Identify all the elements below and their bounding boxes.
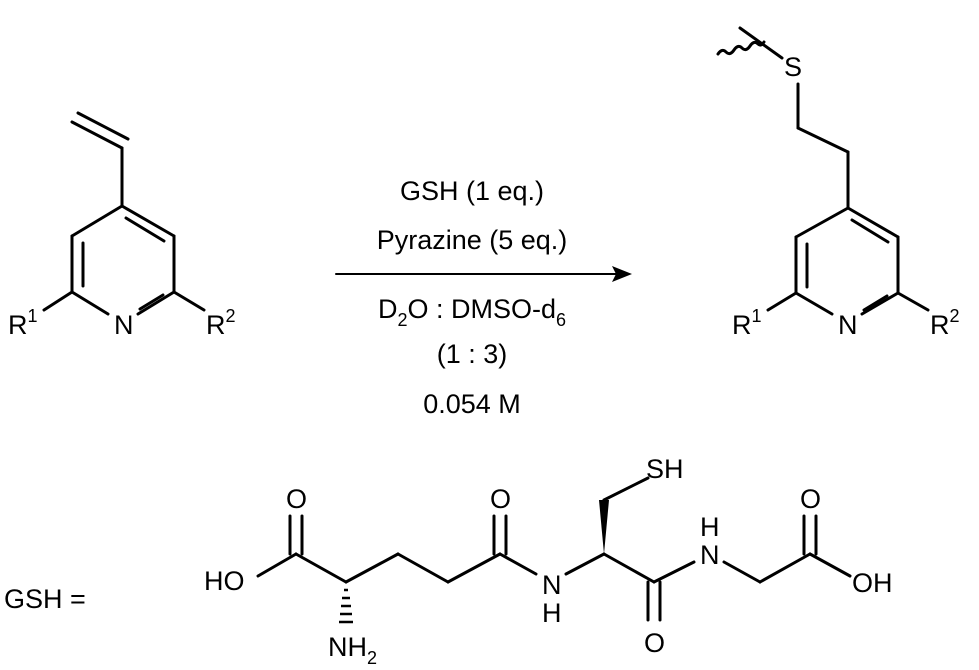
r2-bond [172, 290, 206, 312]
gsh-nh2-label: NH2 [328, 632, 377, 668]
reactant-r2-label: R2 [206, 306, 236, 340]
gsh-oh-right-label: OH [852, 568, 893, 598]
gsh-o-acid-left-label: O [286, 484, 307, 514]
ring-double-bond [850, 218, 890, 244]
attach-to-s-bond [738, 26, 784, 60]
ring-bond [846, 206, 900, 239]
ring-bond [70, 204, 124, 238]
gsh-o-acid-right-label: O [800, 484, 821, 514]
gsh-prefix-label: GSH = [4, 584, 86, 614]
gsh-o-amide2-label: O [644, 628, 665, 658]
product-n-label: N [838, 310, 858, 340]
product-s-label: S [784, 52, 802, 82]
gsh-nh-amide1-label: N [542, 570, 562, 600]
reactant-n-label: N [114, 310, 134, 340]
gsh-bond [758, 552, 812, 584]
vinyl-bond-outer [70, 120, 124, 150]
gsh-bold-wedge [599, 500, 609, 554]
ring-double-bond [138, 293, 165, 311]
condition-ratio: (1 : 3) [437, 339, 508, 369]
vinyl-bond-outer-double [76, 111, 130, 141]
gsh-sh-label: SH [646, 454, 684, 484]
gsh-bond [396, 552, 450, 584]
r1-bond [42, 290, 74, 312]
condition-concentration: 0.054 M [423, 389, 521, 419]
ring-bond [120, 204, 176, 238]
gsh-hashed-wedge [339, 588, 353, 624]
gsh-bond [256, 552, 298, 578]
ring-bond [860, 291, 900, 316]
ring-bond [794, 206, 850, 239]
gsh-bond [602, 552, 656, 584]
gsh-bond [652, 560, 696, 584]
ch2-ch2-bond [796, 126, 850, 154]
wavy-attachment-bond [716, 40, 766, 56]
arrow-head [612, 266, 632, 282]
gsh-o-amide1-label: O [490, 484, 511, 514]
ring-double-bond [862, 294, 889, 312]
gsh-nh-amide1-h-label: H [542, 598, 562, 628]
gsh-bond [344, 552, 400, 584]
condition-reagent-gsh: GSH (1 eq.) [400, 176, 544, 206]
gsh-bond [446, 552, 502, 584]
gsh-bond [602, 476, 650, 502]
reactant-r1-label: R1 [8, 306, 38, 340]
gsh-bond [722, 560, 762, 584]
reactant-structure: N R1 R2 [8, 111, 236, 340]
product-structure: S N R1 R2 [716, 26, 960, 340]
gsh-nh-amide2-h-label: H [700, 512, 720, 542]
r2-bond [896, 291, 930, 312]
gsh-bond [808, 552, 852, 578]
gsh-nh-amide2-label: N [700, 540, 720, 570]
ring-bond [794, 291, 834, 316]
r1-bond [766, 291, 798, 312]
product-r1-label: R1 [732, 306, 762, 340]
reaction-arrow [335, 266, 632, 282]
gsh-bond [294, 552, 348, 584]
ring-double-bond [124, 216, 166, 243]
ring-bond [136, 290, 176, 316]
gsh-structure: HO O NH2 O N H SH O [204, 454, 893, 668]
condition-reagent-pyrazine: Pyrazine (5 eq.) [377, 225, 568, 255]
gsh-ho-left-label: HO [204, 566, 245, 596]
ring-bond [70, 290, 110, 316]
condition-solvent: D2O : DMSO-d6 [378, 294, 566, 330]
gsh-bond [498, 552, 538, 576]
gsh-bond [564, 552, 606, 576]
product-r2-label: R2 [930, 306, 960, 340]
